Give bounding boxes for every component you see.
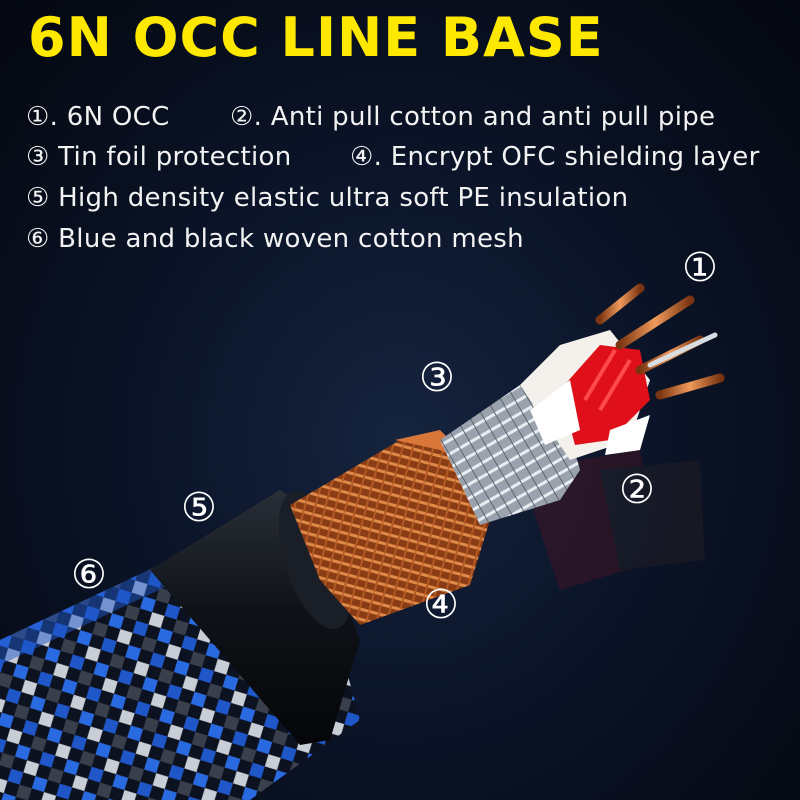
callout-3: ③ (419, 355, 455, 401)
ofc-braid-shield (290, 430, 490, 625)
callout-2: ② (619, 467, 655, 513)
callout-4: ④ (423, 582, 459, 628)
feature-pe-insulation: ⑤ High density elastic ultra soft PE ins… (26, 183, 629, 213)
feature-ofc-shield: ④. Encrypt OFC shielding layer (350, 142, 760, 172)
feature-6n-occ: ①. 6N OCC (26, 102, 170, 132)
feature-woven-mesh: ⑥ Blue and black woven cotton mesh (26, 224, 524, 254)
callout-1: ① (682, 245, 718, 291)
feature-tin-foil: ③ Tin foil protection (26, 142, 292, 172)
page-title: 6N OCC LINE BASE (28, 6, 604, 69)
inner-conductors (520, 283, 725, 460)
feature-anti-pull: ②. Anti pull cotton and anti pull pipe (230, 102, 716, 132)
callout-5: ⑤ (181, 485, 217, 531)
callout-6: ⑥ (71, 552, 107, 598)
